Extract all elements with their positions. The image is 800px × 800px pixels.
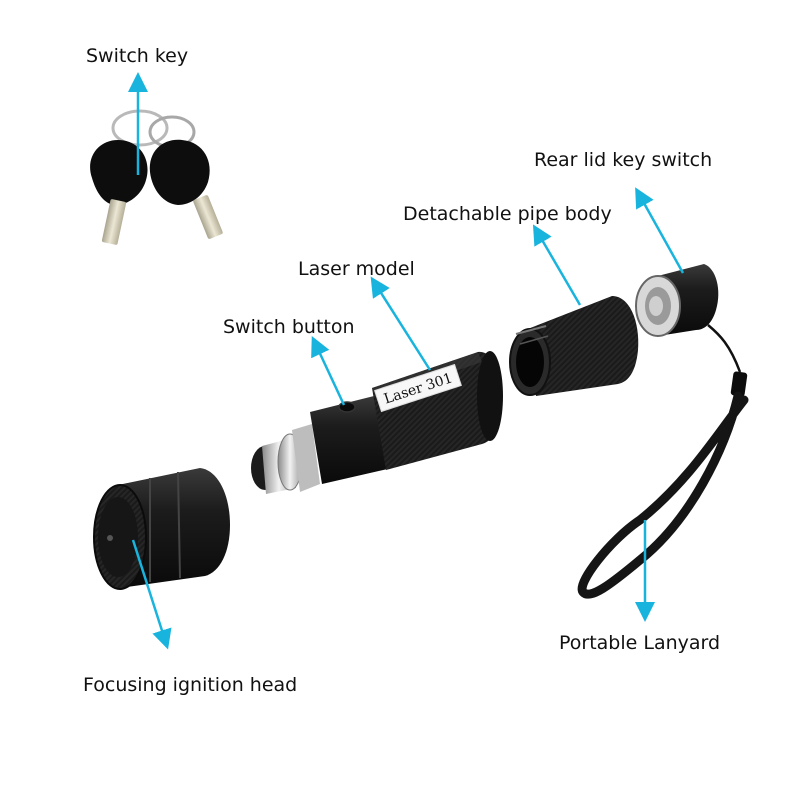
callout-arrows [128, 72, 685, 650]
label-rear-lid-key-switch: Rear lid key switch [534, 149, 713, 171]
arrow-rear-lid [635, 187, 685, 274]
laser-main-body [251, 351, 503, 494]
rear-cap [635, 264, 719, 337]
focusing-head [93, 468, 230, 590]
detachable-pipe [509, 296, 639, 396]
lens-aperture [107, 535, 113, 541]
arrow-laser-model [370, 276, 432, 371]
arrow-switch-button [311, 335, 346, 406]
switch-button [338, 401, 356, 413]
label-detachable-pipe-body: Detachable pipe body [403, 203, 612, 225]
arrow-focus-head [131, 539, 172, 650]
key-right [149, 139, 223, 239]
label-portable-lanyard: Portable Lanyard [559, 632, 721, 654]
label-laser-model: Laser model [298, 258, 415, 280]
switch-keys [90, 109, 223, 245]
key-left [90, 140, 148, 245]
lanyard [577, 324, 749, 599]
arrow-pipe-body [532, 224, 582, 306]
label-focusing-ignition-head: Focusing ignition head [83, 674, 298, 696]
engraving-plate [374, 363, 462, 413]
label-switch-key: Switch key [86, 45, 189, 67]
label-switch-button: Switch button [223, 316, 355, 338]
key-ring [111, 109, 169, 147]
